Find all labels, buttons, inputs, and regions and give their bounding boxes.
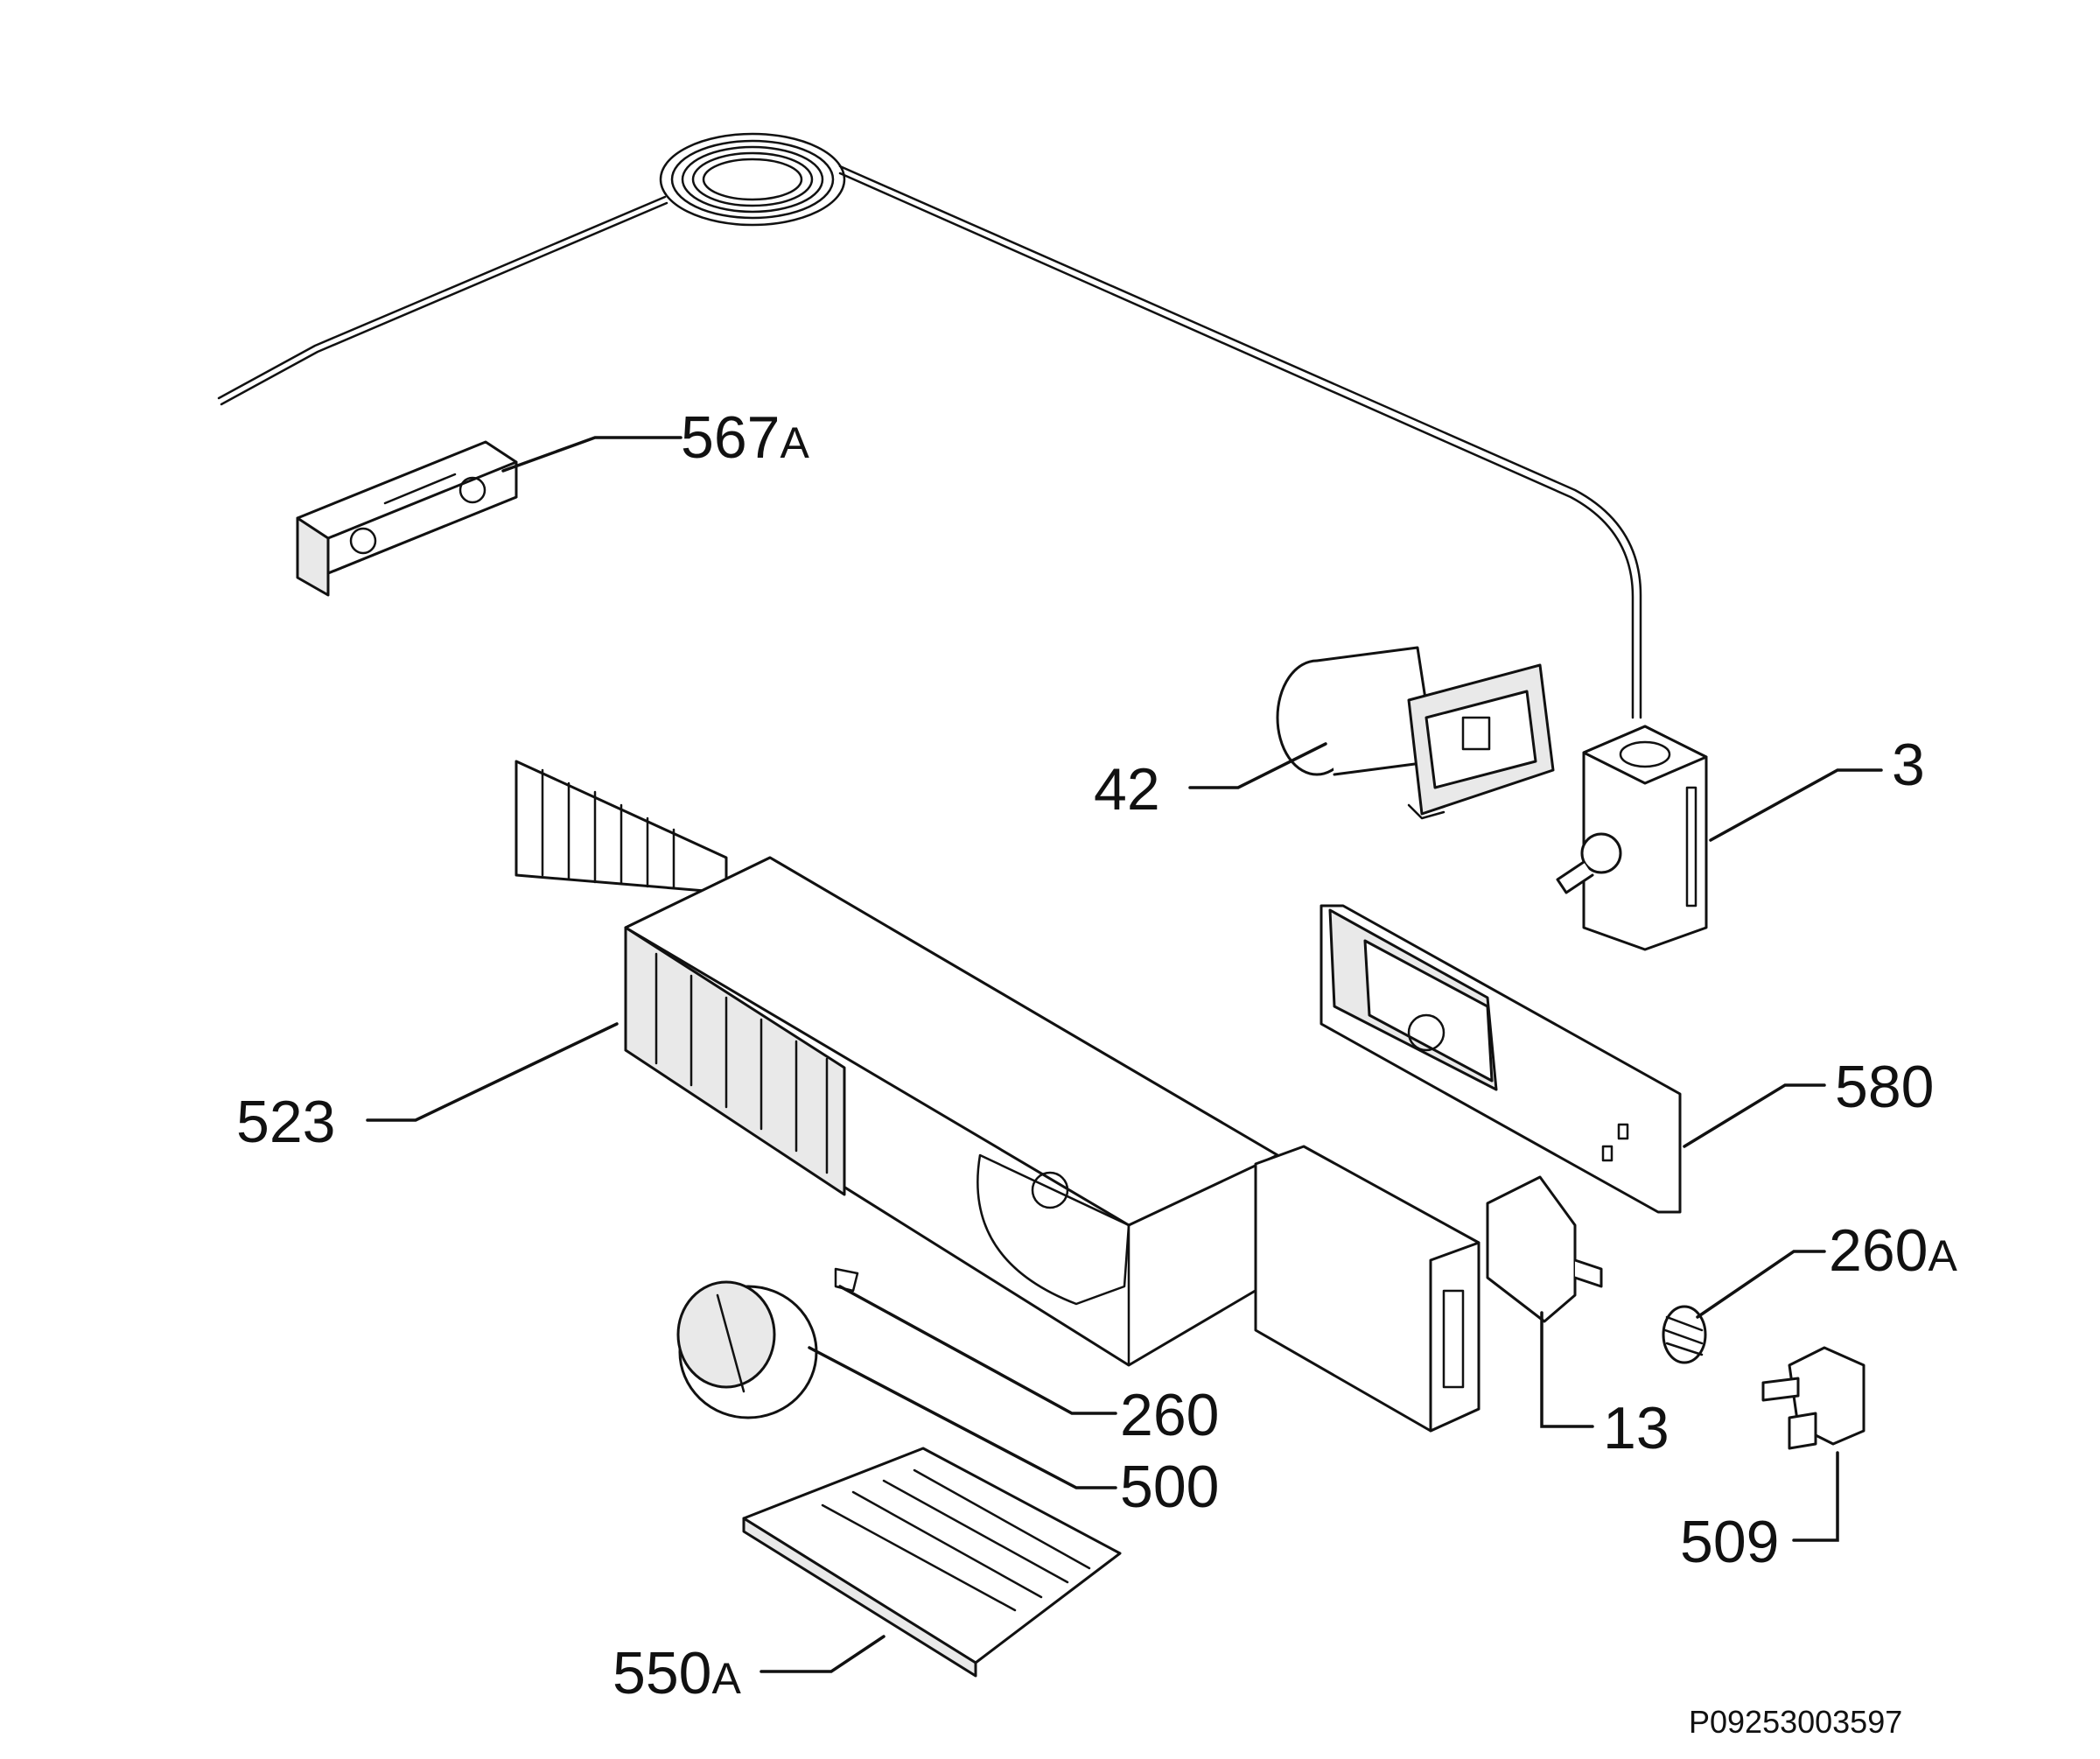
callout-567a: 567A bbox=[681, 404, 809, 471]
document-id: P09253003597 bbox=[1689, 1704, 1902, 1740]
leader-580 bbox=[1683, 1083, 1826, 1148]
part-509-catch bbox=[1761, 1346, 1866, 1450]
callout-567a-suffix: A bbox=[780, 418, 809, 467]
callout-567a-number: 567 bbox=[681, 404, 780, 471]
callout-42: 42 bbox=[1094, 756, 1160, 823]
leader-260 bbox=[838, 1285, 1117, 1415]
capillary-tube bbox=[217, 132, 1642, 719]
callout-260: 260 bbox=[1120, 1382, 1219, 1448]
callout-3: 3 bbox=[1892, 732, 1925, 798]
part-cover-block bbox=[1254, 1145, 1480, 1433]
callout-550a-suffix: A bbox=[711, 1654, 741, 1703]
part-523-housing bbox=[514, 760, 1279, 1367]
part-500-knob bbox=[676, 1280, 818, 1419]
callout-260a-number: 260 bbox=[1829, 1217, 1928, 1284]
callout-260a: 260A bbox=[1829, 1217, 1957, 1284]
callout-500: 500 bbox=[1120, 1454, 1219, 1520]
part-42-lamp-holder bbox=[1276, 646, 1555, 820]
leader-260a bbox=[1696, 1250, 1826, 1319]
callout-260a-suffix: A bbox=[1928, 1231, 1957, 1280]
callout-550a-number: 550 bbox=[612, 1640, 711, 1706]
part-3-thermostat bbox=[1556, 725, 1708, 951]
leader-13 bbox=[1540, 1311, 1594, 1428]
leader-523 bbox=[366, 1022, 619, 1122]
callout-550a: 550A bbox=[612, 1640, 741, 1706]
leader-567a bbox=[501, 436, 682, 473]
leader-500 bbox=[808, 1346, 1117, 1489]
callout-523: 523 bbox=[236, 1089, 335, 1155]
part-260a-spring bbox=[1662, 1305, 1707, 1364]
part-260-clip bbox=[834, 1267, 859, 1293]
leader-42 bbox=[1188, 742, 1327, 789]
part-13-switch bbox=[1486, 1175, 1603, 1323]
callout-580: 580 bbox=[1835, 1054, 1934, 1120]
callout-13: 13 bbox=[1603, 1395, 1670, 1461]
part-567a-clip bbox=[296, 440, 518, 597]
part-580-panel bbox=[1320, 904, 1682, 1214]
leader-550a bbox=[760, 1635, 886, 1673]
leader-3 bbox=[1709, 768, 1883, 842]
callout-509: 509 bbox=[1680, 1509, 1779, 1575]
part-550a-tray bbox=[742, 1447, 1122, 1678]
leader-509 bbox=[1792, 1451, 1839, 1542]
